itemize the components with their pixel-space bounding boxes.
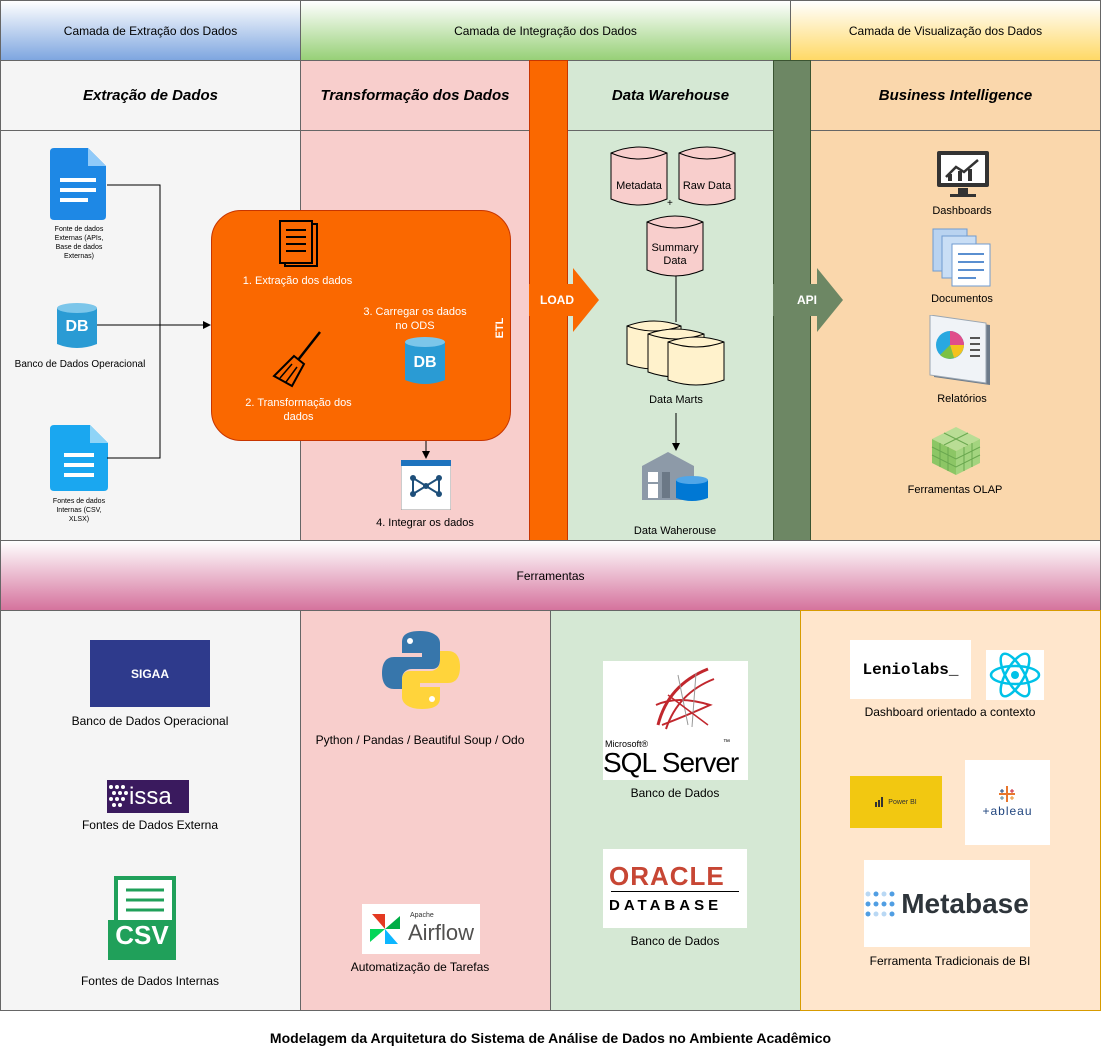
section-header-bi: Business Intelligence (810, 60, 1101, 131)
report-icon (928, 315, 994, 387)
documents-icon (932, 228, 992, 288)
etl-step4-label: 4. Integrar os dados (376, 517, 474, 529)
sql-server-logo: Microsoft® SQL Server ™ (603, 661, 748, 780)
etl-step1-label: 1. Extração dos dados (242, 275, 353, 287)
api-arrow-icon (773, 268, 845, 332)
raw-data-label: Raw Data (682, 180, 732, 192)
airflow-logo: Apache Airflow (362, 904, 480, 954)
sigaa-label: Banco de Dados Operacional (71, 714, 229, 728)
traditional-bi-label: Ferramenta Tradicionais de BI (869, 954, 1031, 968)
csv-label: Fontes de Dados Internas (80, 974, 220, 988)
olap-label: Ferramentas OLAP (907, 484, 1003, 496)
layer-header-extraction: Camada de Extração dos Dados (0, 0, 301, 61)
metabase-dots-icon (865, 891, 895, 916)
document-icon (279, 220, 319, 268)
airflow-pinwheel-icon (370, 914, 400, 944)
powerbi-logo: Power BI (850, 776, 942, 828)
csv-file-icon (108, 876, 176, 962)
operational-db-label: Banco de Dados Operacional (14, 359, 146, 370)
integration-icon (401, 460, 451, 510)
db-icon-text: DB (65, 318, 89, 335)
etl-step2-label: 2. Transformação dos dados (245, 397, 352, 423)
leniolabs-logo: Leniolabs_ (850, 640, 971, 699)
external-sources-label: Fonte de dados Externas (APIs, Base de d… (54, 226, 104, 260)
ods-database-icon (405, 336, 445, 386)
reports-label: Relatórios (937, 393, 987, 405)
olap-cube-icon (930, 425, 982, 477)
metadata-cylinder-icon (610, 145, 668, 207)
ods-db-text: DB (413, 354, 437, 371)
sql-server-label: Banco de Dados (630, 786, 720, 800)
summary-data-label: Summary Data (651, 242, 699, 267)
tools-header: Ferramentas (0, 540, 1101, 611)
powerbi-bars-icon (875, 797, 884, 807)
csv-text: CSV (115, 920, 169, 950)
sigaa-logo: SIGAA (90, 640, 210, 707)
etl-tag: ETL (494, 317, 506, 339)
metadata-label: Metadata (616, 180, 662, 192)
raw-data-cylinder-icon (678, 145, 736, 207)
broom-icon (272, 330, 324, 388)
etl-step3-label: 3. Carregar os dados no ODS (363, 306, 467, 332)
load-arrow-icon (529, 268, 601, 332)
oracle-logo: ORACLE DATABASE (603, 849, 747, 928)
python-label: Python / Pandas / Beautiful Soup / Odo (315, 733, 525, 747)
page-caption: Modelagem da Arquitetura do Sistema de A… (269, 1030, 832, 1046)
context-dashboard-label: Dashboard orientado a contexto (864, 705, 1036, 719)
database-icon (57, 302, 97, 350)
issa-dots-icon (109, 784, 128, 807)
tableau-logo: +ableau (965, 760, 1050, 845)
load-label: LOAD (540, 293, 574, 307)
summary-cylinder-icon (646, 214, 704, 278)
issa-label: Fontes de Dados Externa (81, 818, 219, 832)
warehouse-icon (642, 452, 710, 502)
section-header-warehouse: Data Warehouse (567, 60, 774, 131)
documents-label: Documentos (931, 293, 993, 305)
dashboards-label: Dashboards (932, 205, 992, 217)
dashboard-monitor-icon (936, 150, 990, 198)
plus-sign: + (667, 198, 673, 209)
file-text-icon (50, 148, 106, 220)
tableau-cross-icon (999, 786, 1015, 802)
api-label: API (797, 293, 818, 307)
file-list-icon (50, 425, 108, 491)
data-marts-label: Data Marts (649, 394, 703, 406)
metabase-logo: Metabase (864, 860, 1030, 947)
data-warehouse-label: Data Waherouse (633, 525, 717, 537)
sql-server-icon (655, 667, 715, 730)
airflow-label: Automatização de Tarefas (350, 960, 490, 974)
oracle-label: Banco de Dados (630, 934, 720, 948)
data-marts-icon (626, 318, 726, 390)
react-logo-icon (986, 650, 1044, 700)
internal-sources-label: Fontes de dados Internas (CSV, XLSX) (52, 498, 106, 523)
python-logo-icon (380, 629, 462, 711)
issa-logo: issa (107, 780, 189, 813)
section-header-transformation: Transformação dos Dados (300, 60, 530, 131)
layer-header-visualization: Camada de Visualização dos Dados (790, 0, 1101, 61)
etl-process-box (211, 210, 511, 441)
